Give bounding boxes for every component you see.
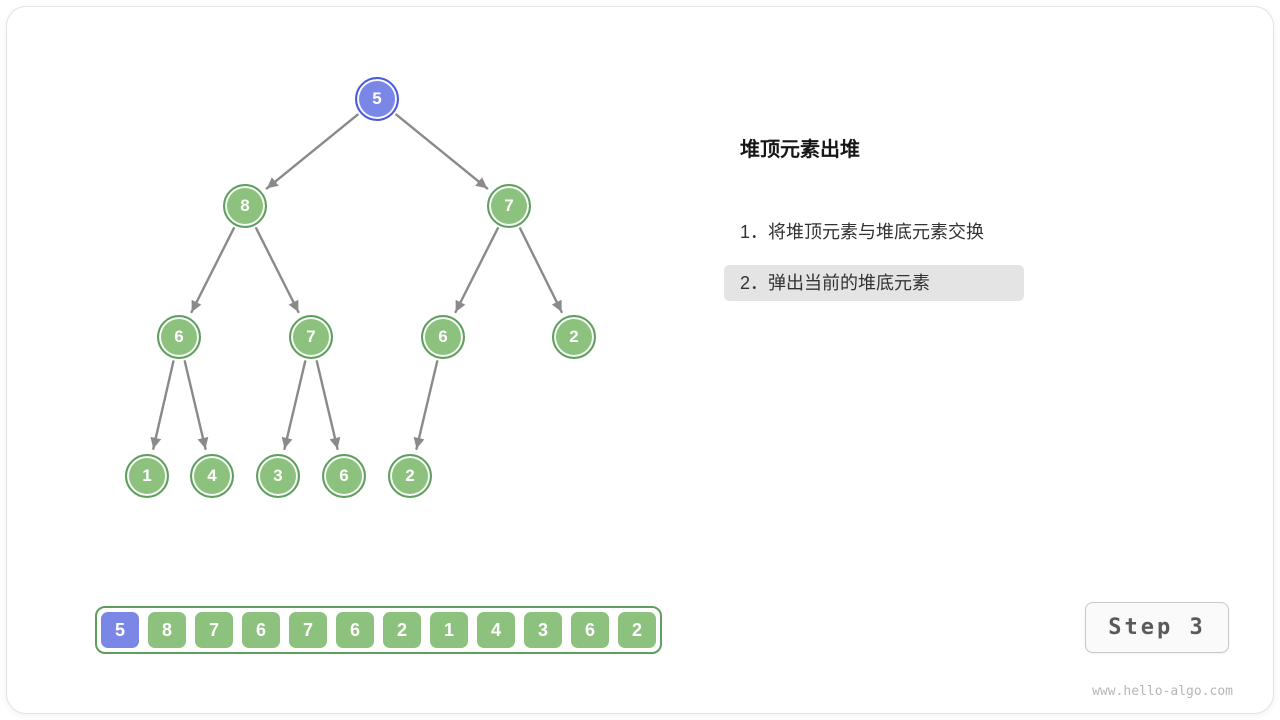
array-cell-2: 7	[195, 612, 233, 648]
tree-node-4: 4	[190, 454, 234, 498]
tree-node-1: 1	[125, 454, 169, 498]
tree-edge	[183, 360, 209, 450]
instruction-step-2: 2．弹出当前的堆底元素	[724, 264, 1024, 301]
tree-edge	[413, 360, 439, 450]
tree-edge	[265, 113, 359, 190]
array-cell-11: 2	[618, 612, 656, 648]
tree-edge	[150, 360, 175, 450]
instruction-step-1: 1．将堆顶元素与堆底元素交换	[740, 222, 985, 242]
array-cell-10: 6	[571, 612, 609, 648]
tree-node-6: 6	[157, 315, 201, 359]
array-cell-1: 8	[148, 612, 186, 648]
watermark: www.hello-algo.com	[1092, 684, 1233, 699]
tree-node-6: 6	[421, 315, 465, 359]
tree-node-2: 2	[388, 454, 432, 498]
tree-edge	[454, 227, 499, 314]
tree-edges-layer	[150, 113, 563, 450]
tree-node-2: 2	[552, 315, 596, 359]
instruction-panel: 堆顶元素出堆 1．将堆顶元素与堆底元素交换 2．弹出当前的堆底元素	[724, 133, 1064, 315]
tree-node-7: 7	[289, 315, 333, 359]
tree-node-5: 5	[355, 77, 399, 121]
array-cell-3: 6	[242, 612, 280, 648]
tree-edge	[395, 113, 489, 190]
tree-node-3: 3	[256, 454, 300, 498]
tree-edge	[315, 360, 341, 450]
array-cell-6: 2	[383, 612, 421, 648]
tree-edge	[281, 360, 307, 450]
array-cell-9: 3	[524, 612, 562, 648]
step-badge: Step 3	[1085, 602, 1229, 653]
instruction-steps: 1．将堆顶元素与堆底元素交换 2．弹出当前的堆底元素	[724, 214, 1064, 301]
array-cell-4: 7	[289, 612, 327, 648]
tree-node-6: 6	[322, 454, 366, 498]
tree-node-8: 8	[223, 184, 267, 228]
tree-node-7: 7	[487, 184, 531, 228]
tree-edge	[518, 227, 563, 314]
array-cell-7: 1	[430, 612, 468, 648]
array-cell-0: 5	[101, 612, 139, 648]
panel-title: 堆顶元素出堆	[740, 139, 860, 161]
tree-edge	[190, 227, 236, 314]
array-cell-5: 6	[336, 612, 374, 648]
tree-edge	[254, 227, 300, 314]
array-cell-8: 4	[477, 612, 515, 648]
